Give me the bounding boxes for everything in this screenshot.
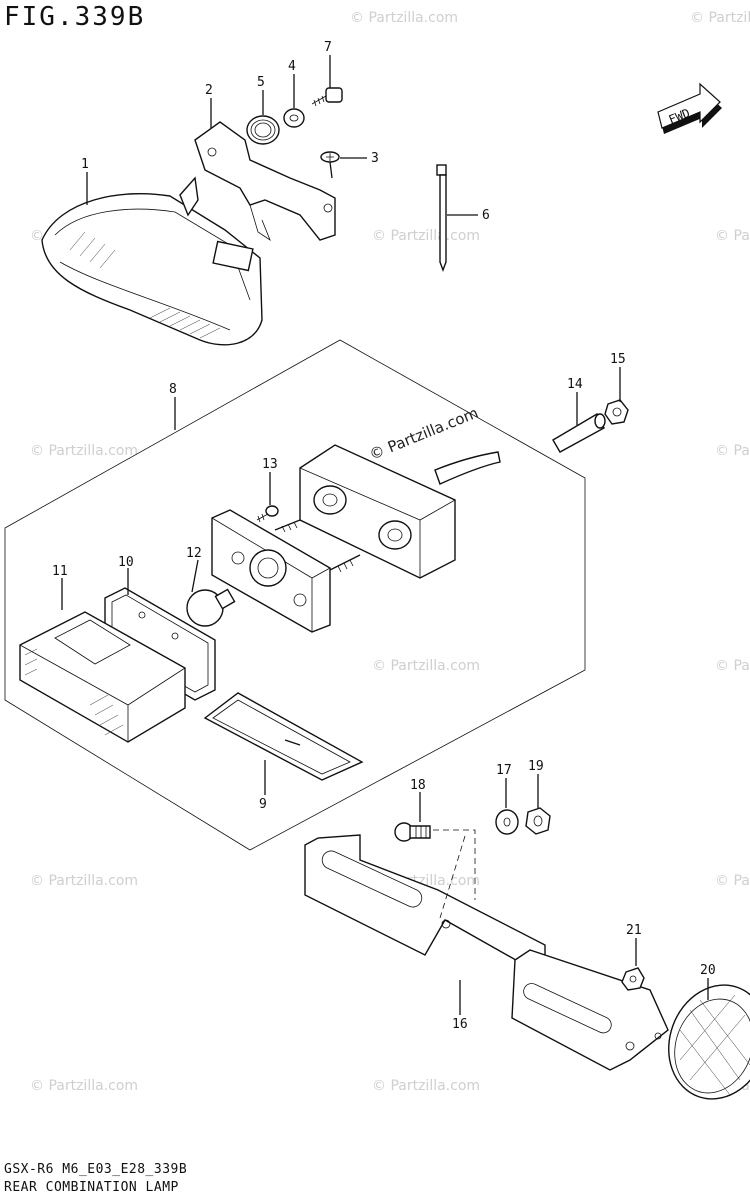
callout-14: 14 bbox=[567, 377, 583, 392]
part-17-washer bbox=[495, 809, 519, 835]
part-12-bulb bbox=[186, 588, 236, 627]
callout-12: 12 bbox=[186, 546, 202, 561]
part-20-reflector bbox=[668, 984, 750, 1100]
callout-18: 18 bbox=[410, 778, 426, 793]
watermark: © Partzilla.com bbox=[30, 873, 138, 889]
part-7-bolt bbox=[311, 87, 343, 107]
callout-21: 21 bbox=[626, 923, 642, 938]
part-4-washer bbox=[283, 108, 305, 128]
watermark: © Partzilla.com bbox=[715, 443, 750, 459]
callout-8: 8 bbox=[169, 382, 177, 397]
part-9-cover-plate bbox=[203, 692, 364, 781]
part-15-nut bbox=[604, 399, 629, 425]
fwd-arrow-icon: FWD bbox=[657, 82, 722, 134]
watermark: © Partzilla.com bbox=[690, 10, 750, 26]
callout-19: 19 bbox=[528, 759, 544, 774]
part-21-nut bbox=[621, 967, 645, 991]
watermark: © Partzilla.com bbox=[30, 443, 138, 459]
leader-lines bbox=[61, 55, 709, 1015]
callout-3: 3 bbox=[371, 151, 379, 166]
part-socket-plate bbox=[211, 509, 361, 633]
watermark: © Partzilla.com bbox=[715, 658, 750, 674]
callout-15: 15 bbox=[610, 352, 626, 367]
part-14-spacer bbox=[552, 413, 606, 453]
watermark: © Partzilla.com bbox=[715, 228, 750, 244]
part-13-screw bbox=[256, 505, 279, 523]
callout-11: 11 bbox=[52, 564, 68, 579]
assembly-outline-8 bbox=[4, 339, 586, 851]
part-3-screw bbox=[320, 151, 340, 179]
callout-labels: 1 2 3 4 5 6 7 8 9 10 11 12 13 14 15 16 1… bbox=[52, 40, 716, 1032]
part-1-tail-lamp-assembly bbox=[41, 176, 263, 346]
watermark-main: © Partzilla.com bbox=[367, 404, 481, 464]
callout-1: 1 bbox=[81, 157, 89, 172]
watermark: © Partzilla.com bbox=[350, 10, 458, 26]
callout-20: 20 bbox=[700, 963, 716, 978]
callout-10: 10 bbox=[118, 555, 134, 570]
part-11-lens bbox=[19, 611, 186, 743]
callout-4: 4 bbox=[288, 59, 296, 74]
part-16-license-bracket bbox=[304, 834, 669, 1071]
watermark: © Partzilla.com bbox=[715, 873, 750, 889]
diagram-code: GSX-R6 M6_E03_E28_339B bbox=[4, 1162, 188, 1177]
lens-hatch bbox=[69, 231, 221, 339]
callout-13: 13 bbox=[262, 457, 278, 472]
callout-7: 7 bbox=[324, 40, 332, 55]
callout-6: 6 bbox=[482, 208, 490, 223]
watermark: © Partzilla.com bbox=[372, 228, 480, 244]
callout-5: 5 bbox=[257, 75, 265, 90]
callout-16: 16 bbox=[452, 1017, 468, 1032]
part-8-license-lamp-housing bbox=[299, 444, 501, 579]
figure-title: FIG.339B bbox=[4, 2, 146, 32]
diagram-caption: REAR COMBINATION LAMP bbox=[4, 1180, 179, 1195]
callout-9: 9 bbox=[259, 797, 267, 812]
part-6-cable-tie bbox=[436, 164, 447, 272]
part-5-grommet bbox=[246, 115, 280, 145]
watermark: © Partzilla.com bbox=[372, 658, 480, 674]
callout-2: 2 bbox=[205, 83, 213, 98]
part-19-nut bbox=[525, 807, 551, 835]
watermark: © Partzilla.com bbox=[30, 1078, 138, 1094]
callout-17: 17 bbox=[496, 763, 512, 778]
part-18-bolt bbox=[394, 822, 431, 842]
watermark: © Partzilla.com bbox=[372, 1078, 480, 1094]
part-2-lamp-bracket bbox=[194, 121, 336, 242]
